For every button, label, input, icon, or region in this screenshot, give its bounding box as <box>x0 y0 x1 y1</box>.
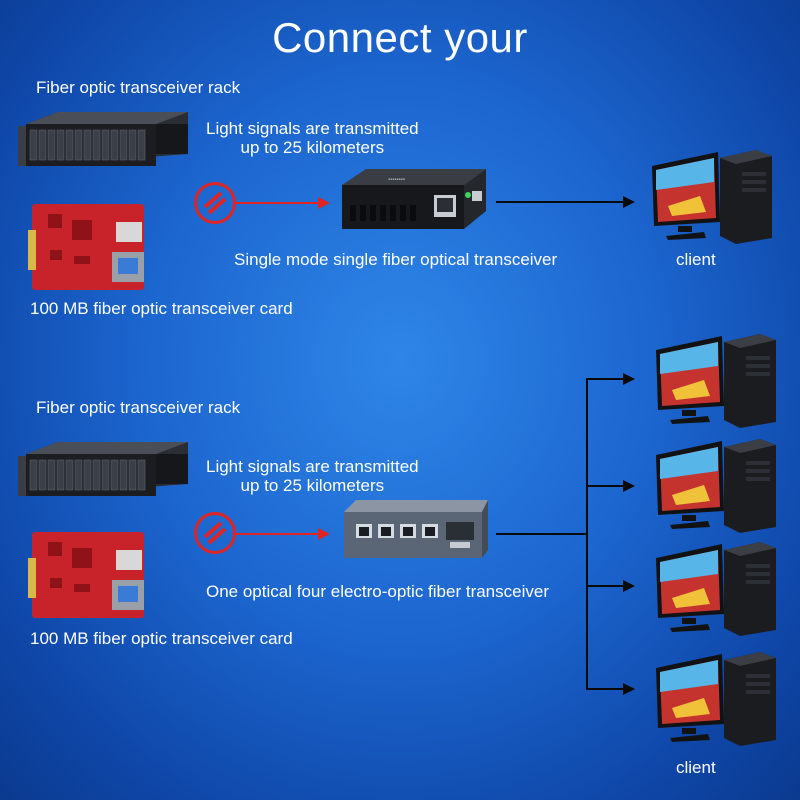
link-arrowhead <box>623 196 635 208</box>
client-label: client <box>676 758 716 777</box>
client-label: client <box>676 250 716 269</box>
link-arrowhead <box>623 683 635 695</box>
device-label: One optical four electro-optic fiber tra… <box>206 582 549 601</box>
desktop-computer-icon <box>656 334 776 428</box>
svg-text:▪▪▪▪▪▪▪▪: ▪▪▪▪▪▪▪▪ <box>388 177 405 183</box>
signal-line <box>236 533 320 535</box>
device-label: Single mode single fiber optical transce… <box>234 250 558 269</box>
link-arrowhead <box>623 480 635 492</box>
four-port-switch <box>344 500 488 558</box>
media-converter: ▪▪▪▪▪▪▪▪ <box>342 169 486 229</box>
branch-line <box>586 378 624 380</box>
link-arrowhead <box>623 373 635 385</box>
signal-arrowhead <box>318 197 330 209</box>
transceiver-card <box>28 204 144 290</box>
optical-signal-icon <box>194 512 236 554</box>
branch-line <box>586 688 624 690</box>
page-title: Connect your <box>272 14 528 61</box>
desktop-computer-icon <box>656 439 776 533</box>
branch-line <box>586 378 588 690</box>
card-label: 100 MB fiber optic transceiver card <box>30 629 293 648</box>
card-label: 100 MB fiber optic transceiver card <box>30 299 293 318</box>
desktop-computer-icon <box>656 652 776 746</box>
signal-line <box>236 202 320 204</box>
fiber-transceiver-rack <box>18 112 188 166</box>
link-line <box>496 533 586 535</box>
signal-label-line2: up to 25 kilometers <box>240 138 385 157</box>
link-arrowhead <box>623 580 635 592</box>
signal-label: Light signals are transmitted up to 25 k… <box>206 119 419 157</box>
signal-label: Light signals are transmitted up to 25 k… <box>206 457 419 495</box>
transceiver-card <box>28 532 144 618</box>
signal-arrowhead <box>318 528 330 540</box>
branch-line <box>586 485 624 487</box>
fiber-transceiver-rack <box>18 442 188 496</box>
rack-label: Fiber optic transceiver rack <box>36 78 241 97</box>
optical-signal-icon <box>194 182 236 224</box>
desktop-computer-icon <box>652 150 772 244</box>
branch-line <box>586 585 624 587</box>
signal-label-line2: up to 25 kilometers <box>240 476 385 495</box>
desktop-computer-icon <box>656 542 776 636</box>
signal-label-line1: Light signals are transmitted <box>206 457 419 476</box>
link-line <box>496 201 624 203</box>
rack-label: Fiber optic transceiver rack <box>36 398 241 417</box>
signal-label-line1: Light signals are transmitted <box>206 119 419 138</box>
